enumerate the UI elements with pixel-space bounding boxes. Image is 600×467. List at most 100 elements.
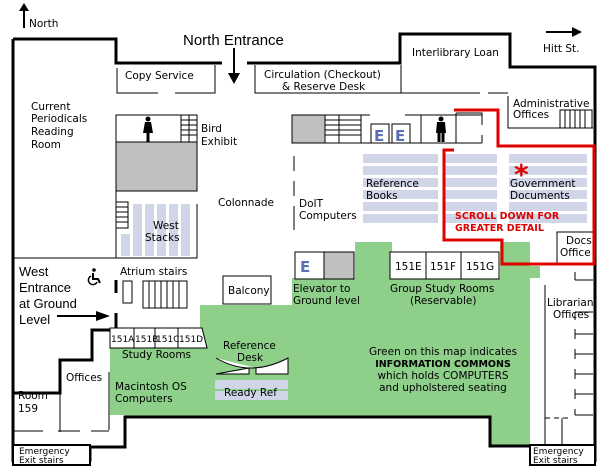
group-study-label-2: (Reservable) xyxy=(410,295,476,307)
bird-exhibit-label-2: Exhibit xyxy=(201,136,237,148)
green-strip-right xyxy=(500,242,530,280)
reference-desk-shape xyxy=(215,357,289,375)
outer-wall-north-right xyxy=(247,32,597,462)
librarian-offices-label-2: Offices xyxy=(553,309,589,321)
legend-line-1: Green on this map indicates xyxy=(369,346,517,358)
reference-books-label-2: Books xyxy=(366,190,398,202)
hitt-street-label: Hitt St. xyxy=(543,43,580,55)
restroom-women-box xyxy=(115,114,198,144)
elevator-box-1 xyxy=(370,123,390,144)
docs-office-label-2: Office xyxy=(560,247,591,259)
periodicals-label-3: Reading xyxy=(31,126,74,138)
reference-desk-label-1: Reference xyxy=(223,340,276,352)
legend-line-4: and upholstered seating xyxy=(379,382,507,394)
group-study-label-1: Group Study Rooms xyxy=(390,283,494,295)
west-stacks-wall xyxy=(116,204,198,259)
stairs-bird xyxy=(180,115,197,142)
room-151a-label: 151A xyxy=(111,335,135,345)
circulation-label-2: & Reserve Desk xyxy=(282,81,366,93)
north-arrow-icon xyxy=(19,3,29,28)
government-documents-label-2: Documents xyxy=(510,190,570,202)
docs-office-wall xyxy=(556,231,593,263)
circulation-wall xyxy=(254,65,480,94)
ready-ref-shelf-1 xyxy=(215,380,288,389)
north-entrance-arrow-icon xyxy=(228,48,240,84)
copy-service-wall-2 xyxy=(175,65,216,94)
emergency-exit-right xyxy=(529,444,596,466)
west-entrance-label-1: West xyxy=(19,264,49,279)
atrium-box xyxy=(122,280,133,304)
green-strip-mid xyxy=(355,242,388,280)
room-151c-label: 151C xyxy=(156,335,179,345)
atrium-stairs xyxy=(142,280,188,309)
women-restroom-icon xyxy=(143,116,153,142)
information-commons-fill xyxy=(110,278,530,445)
room-151d-label: 151D xyxy=(179,335,203,345)
government-documents-shelves xyxy=(509,154,587,223)
room-151b-label: 151B xyxy=(135,335,158,345)
room-151f-label: 151F xyxy=(430,261,456,273)
study-rooms xyxy=(109,327,208,349)
callout-text-2[interactable]: GREATER DETAIL xyxy=(455,223,544,234)
detail-callout-outline[interactable] xyxy=(442,108,596,266)
macintosh-label-2: Computers xyxy=(115,393,173,405)
room-151g-label: 151G xyxy=(466,261,494,273)
ready-ref-label: Ready Ref xyxy=(224,387,277,399)
room-151e-label: 151E xyxy=(395,261,422,273)
emergency-exit-left-label-1: Emergency xyxy=(19,447,70,457)
elevator-label-2: Ground level xyxy=(293,295,360,307)
balcony-box xyxy=(222,275,272,305)
callout-text-1[interactable]: SCROLL DOWN FOR xyxy=(455,211,560,222)
small-room-top xyxy=(456,112,483,125)
ready-ref-shelf-2 xyxy=(215,391,288,400)
north-entrance-label: North Entrance xyxy=(183,32,284,49)
elevator-box-2 xyxy=(391,123,411,144)
periodicals-label-2: Periodicals xyxy=(31,113,87,125)
elevator-symbol-2: E xyxy=(395,127,405,145)
offices-label: Offices xyxy=(66,372,102,384)
elevator-symbol-1: E xyxy=(374,127,384,145)
reference-shelves xyxy=(363,154,497,223)
legend-line-2: INFORMATION COMMONS xyxy=(375,359,511,370)
study-rooms-label: Study Rooms xyxy=(122,349,191,361)
west-stacks-label-1: West xyxy=(153,220,179,232)
librarian-offices-label-1: Librarian xyxy=(547,297,594,309)
elevator-label-1: Elevator to xyxy=(293,283,350,295)
wheelchair-accessible-icon xyxy=(87,268,101,286)
docs-office-label-1: Docs xyxy=(566,235,592,247)
west-entrance-arrow-icon xyxy=(57,311,110,321)
outer-wall-north-left xyxy=(13,37,222,65)
west-entrance-label-4: Level xyxy=(19,312,50,327)
periodicals-label-1: Current xyxy=(31,101,70,113)
room-159-label-1: Room xyxy=(18,390,48,402)
admin-stairs xyxy=(559,109,593,129)
west-entrance-label-2: Entrance xyxy=(19,280,71,295)
gray-block-west xyxy=(115,141,198,192)
doit-label-1: DoIT xyxy=(299,198,324,210)
bird-exhibit-label-1: Bird xyxy=(201,123,222,135)
stairs-west-stacks xyxy=(115,201,129,229)
macintosh-label-1: Macintosh OS xyxy=(115,381,187,393)
west-stacks-shelves xyxy=(121,204,190,256)
copy-service-label: Copy Service xyxy=(125,70,194,82)
reference-desk-label-2: Desk xyxy=(237,352,264,364)
admin-offices-label-2: Offices xyxy=(513,109,549,121)
group-study-rooms xyxy=(389,251,500,280)
colonnade-label: Colonnade xyxy=(218,197,274,209)
government-documents-label-1: Government xyxy=(510,178,575,190)
elevator-ground-symbol: E xyxy=(300,258,310,276)
admin-offices-label-1: Administrative xyxy=(513,98,589,110)
outer-wall-sw xyxy=(13,328,116,395)
doit-label-2: Computers xyxy=(299,210,357,222)
legend-line-3: which holds COMPUTERS xyxy=(377,370,508,382)
emergency-exit-right-label-1: Emergency xyxy=(533,447,584,457)
stairs-central xyxy=(325,115,362,143)
periodicals-label-4: Room xyxy=(31,139,61,151)
room-151g[interactable] xyxy=(460,251,500,280)
room-151d[interactable] xyxy=(177,327,208,349)
room-151e[interactable] xyxy=(389,251,427,280)
elevator-ground-box xyxy=(294,251,325,280)
emergency-exit-left xyxy=(12,444,91,466)
gray-block-central xyxy=(291,114,326,144)
circulation-label-1: Circulation (Checkout) xyxy=(264,69,381,81)
